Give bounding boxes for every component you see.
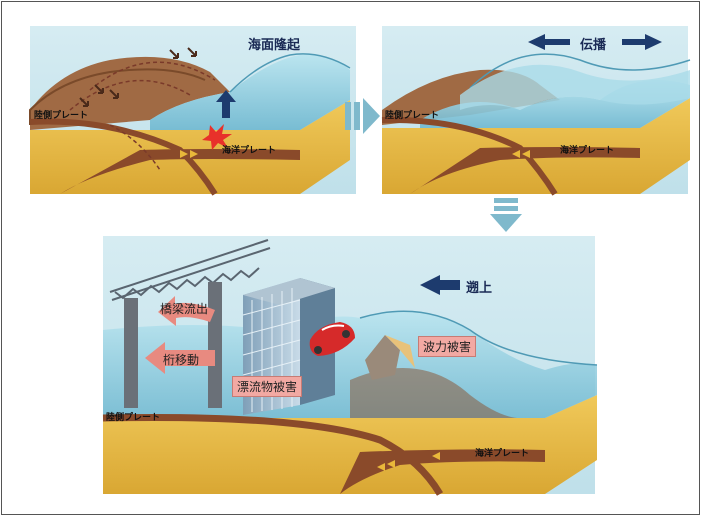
runup-oceanic-plate (340, 449, 545, 494)
panel-propagation (381, 26, 691, 196)
panel3-continental-plate-label: 陸側プレート (106, 413, 161, 423)
runup-arrow-icon (420, 275, 460, 295)
continental-land (30, 56, 230, 130)
house-debris-icon (365, 335, 415, 380)
bridge-pier-left (124, 298, 138, 408)
down-arrow-icon (490, 198, 522, 232)
bridge-washout-label: 橋梁流出 (160, 302, 209, 316)
girder-arrow-icon (145, 342, 215, 374)
panel2-continental-plate-label: 陸側プレート (385, 111, 440, 121)
epicenter-burst-icon (202, 124, 232, 150)
runup-continental-plate (102, 413, 444, 496)
panel-uplift (29, 26, 356, 196)
bridge-washout-arrow-icon (158, 296, 215, 326)
panel-runup (102, 236, 598, 496)
bridge-truss (109, 239, 271, 301)
panel3-oceanic-plate-label: 海洋プレート (475, 449, 530, 459)
panel2-title: 伝播 (580, 38, 607, 53)
wave-force-damage-label: 波力被害 (418, 336, 477, 357)
panel1-continental-plate-label: 陸側プレート (34, 111, 89, 121)
panel1-title: 海面隆起 (248, 38, 301, 53)
panel1-oceanic-plate-label: 海洋プレート (222, 146, 277, 156)
car-icon (309, 322, 355, 356)
continental-plate (29, 118, 218, 196)
uplift-arrow-icon (216, 90, 236, 118)
girder-displacement-label: 桁移動 (163, 353, 200, 367)
propagation-arrow-icon (528, 34, 662, 50)
panel3-title: 遡上 (466, 281, 493, 296)
panel2-oceanic-plate-label: 海洋プレート (560, 146, 615, 156)
right-arrow-icon (345, 98, 380, 134)
bridge-pier-right (208, 282, 222, 408)
sea-surface (150, 54, 350, 131)
debris-damage-label: 漂流物被害 (232, 376, 303, 397)
